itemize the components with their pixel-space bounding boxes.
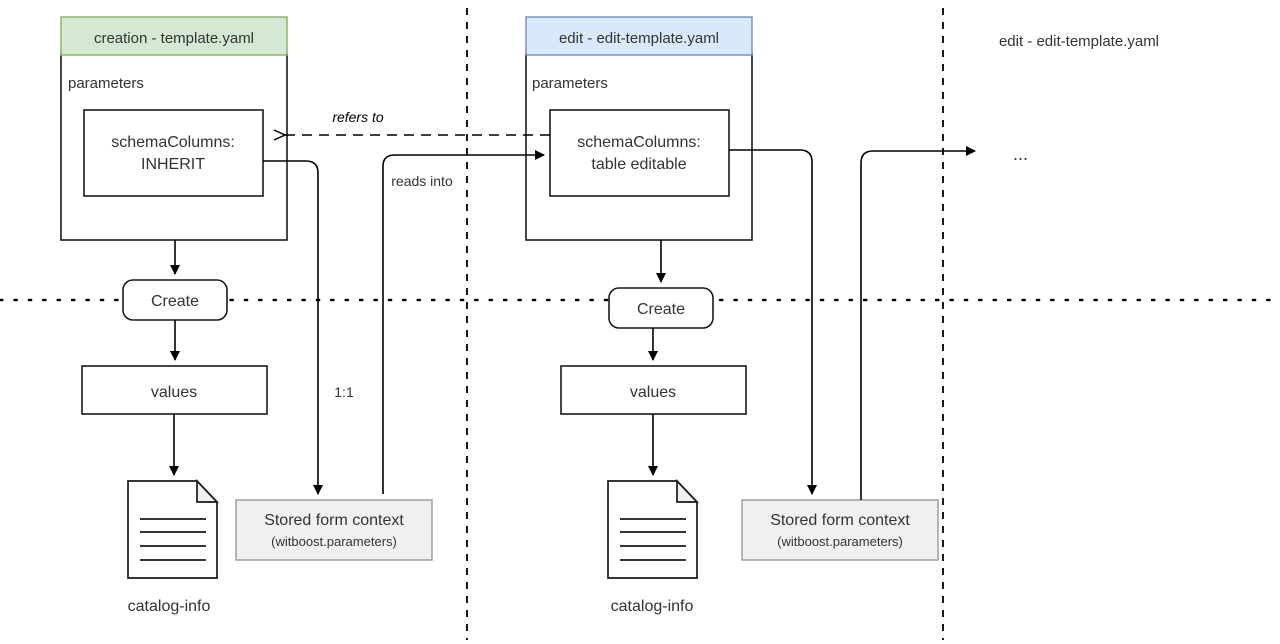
edit-template-header [525,16,753,56]
edge-edit-schemacolumns-to-store [729,149,817,495]
edit-catalog-info-document-icon [607,478,699,579]
creation-create-label: Create [151,293,199,310]
edit-create-label: Create [637,301,685,318]
edit-stored-form-context-box [741,499,939,561]
edit-parameters-label: parameters [532,75,608,92]
creation-schemacolumns-line2: INHERIT [141,156,205,173]
creation-stored-form-context-title: Stored form context [264,512,404,529]
edge-reads-into [382,150,545,494]
creation-schemacolumns-line1: schemaColumns: [111,134,235,151]
edit-schemacolumns-box [549,109,730,197]
creation-values-node [81,365,268,415]
next-lane-ellipsis: ... [1013,144,1028,164]
edit-template-title: edit - edit-template.yaml [559,30,719,47]
edit-values-label: values [630,384,676,401]
edit-catalog-info-label: catalog-info [611,598,694,615]
edit-schemacolumns-line1: schemaColumns: [577,134,701,151]
edit-stored-form-context-title: Stored form context [770,512,910,529]
edge-reads-into-label: reads into [391,173,453,189]
creation-catalog-info-document-icon [127,478,219,579]
creation-template-title: creation - template.yaml [94,30,254,47]
creation-catalog-info-label: catalog-info [128,598,211,615]
edge-one-to-one-label: 1:1 [334,384,354,400]
edge-creation-schemacolumns-to-store [263,160,323,495]
edit-create-node [608,287,714,329]
edge-refers-to-label: refers to [332,109,384,125]
edit-stored-form-context-subtitle: (witboost.parameters) [777,534,903,549]
creation-schemacolumns-box [83,109,264,197]
edge-edit-store-to-next [860,146,976,500]
creation-stored-form-context-subtitle: (witboost.parameters) [271,534,397,549]
edit-schemacolumns-line2: table editable [591,156,686,173]
creation-stored-form-context-box [235,499,433,561]
creation-template-header [60,16,288,56]
creation-values-label: values [151,384,197,401]
next-lane-title: edit - edit-template.yaml [999,33,1159,50]
edit-values-node [560,365,747,415]
creation-parameters-label: parameters [68,75,144,92]
